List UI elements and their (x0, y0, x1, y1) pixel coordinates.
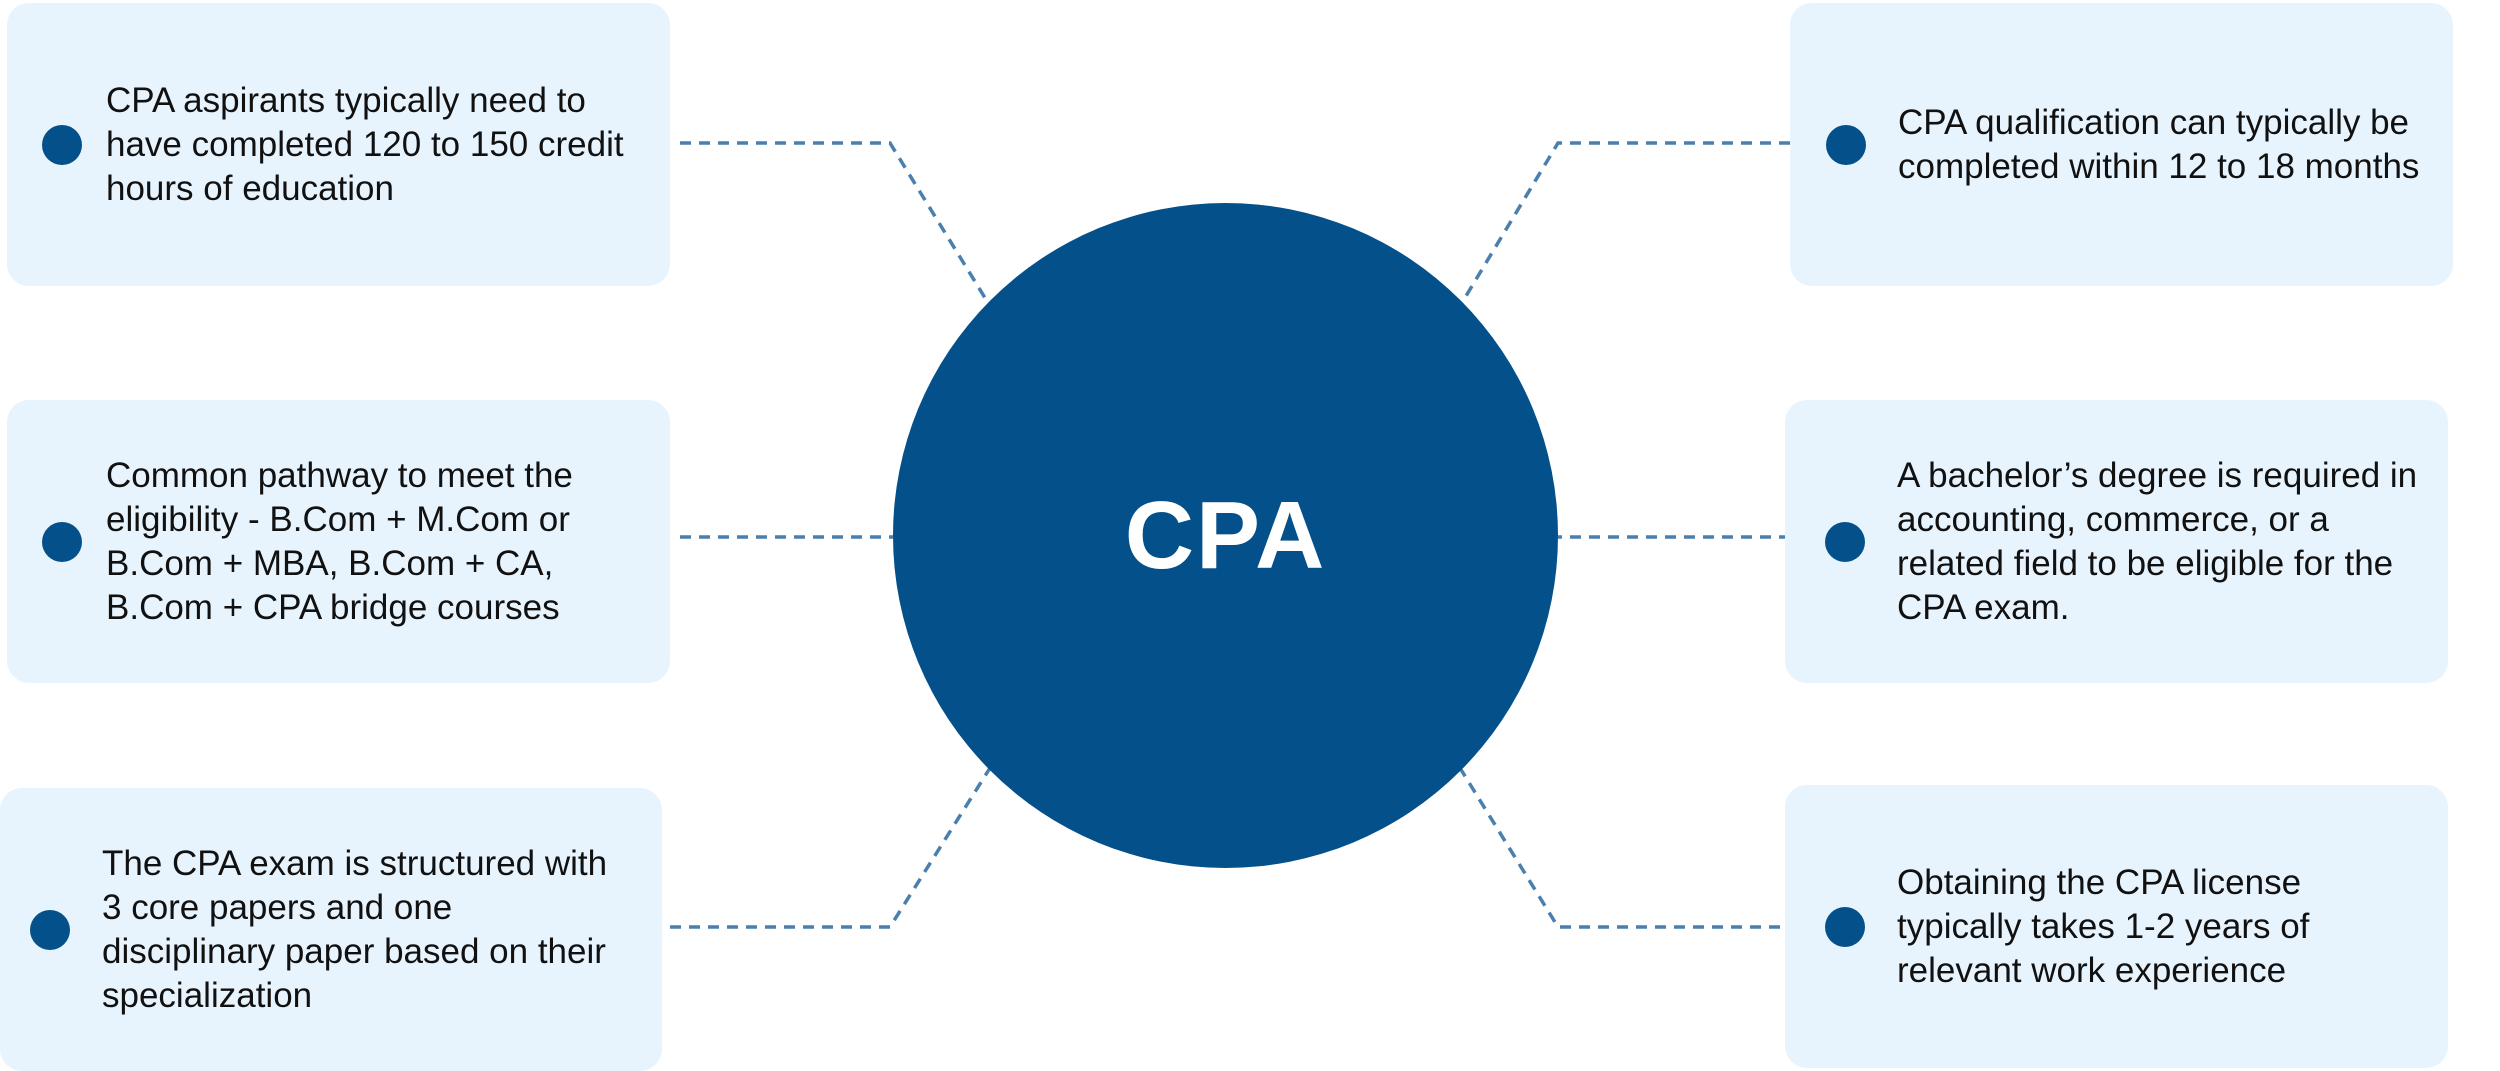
bullet-dot-icon (42, 124, 82, 165)
bullet-dot-icon (1825, 521, 1865, 562)
bullet-dot-icon (1826, 124, 1866, 165)
card-text: Common pathway to meet the eligibility -… (106, 455, 573, 627)
card-exam-structure: The CPA exam is structured with 3 core p… (0, 788, 662, 1071)
cpa-hub-circle: CPA (893, 203, 1558, 868)
bullet-dot-icon (30, 909, 70, 950)
card-qualification-duration: CPA qualification can typically be compl… (1790, 3, 2453, 286)
card-text: The CPA exam is structured with 3 core p… (102, 843, 608, 1015)
connector-top-right (1458, 141, 1790, 307)
card-text: CPA qualification can typically be compl… (1898, 102, 2420, 186)
connector-top-left (680, 141, 992, 307)
bullet-dot-icon (1825, 906, 1865, 947)
card-pathway: Common pathway to meet the eligibility -… (7, 400, 670, 683)
card-text: CPA aspirants typically need to have com… (106, 80, 624, 208)
card-text: Obtaining the CPA license typically take… (1897, 862, 2310, 990)
card-text: A bachelor’s degree is required in accou… (1897, 455, 2418, 627)
card-credit-hours: CPA aspirants typically need to have com… (7, 3, 670, 286)
bullet-dot-icon (42, 521, 82, 562)
hub-label: CPA (1124, 481, 1327, 589)
card-license-experience: Obtaining the CPA license typically take… (1785, 785, 2448, 1068)
connector-bottom-right (1458, 767, 1780, 929)
connector-bottom-left (670, 767, 992, 929)
card-bachelors-degree: A bachelor’s degree is required in accou… (1785, 400, 2448, 683)
